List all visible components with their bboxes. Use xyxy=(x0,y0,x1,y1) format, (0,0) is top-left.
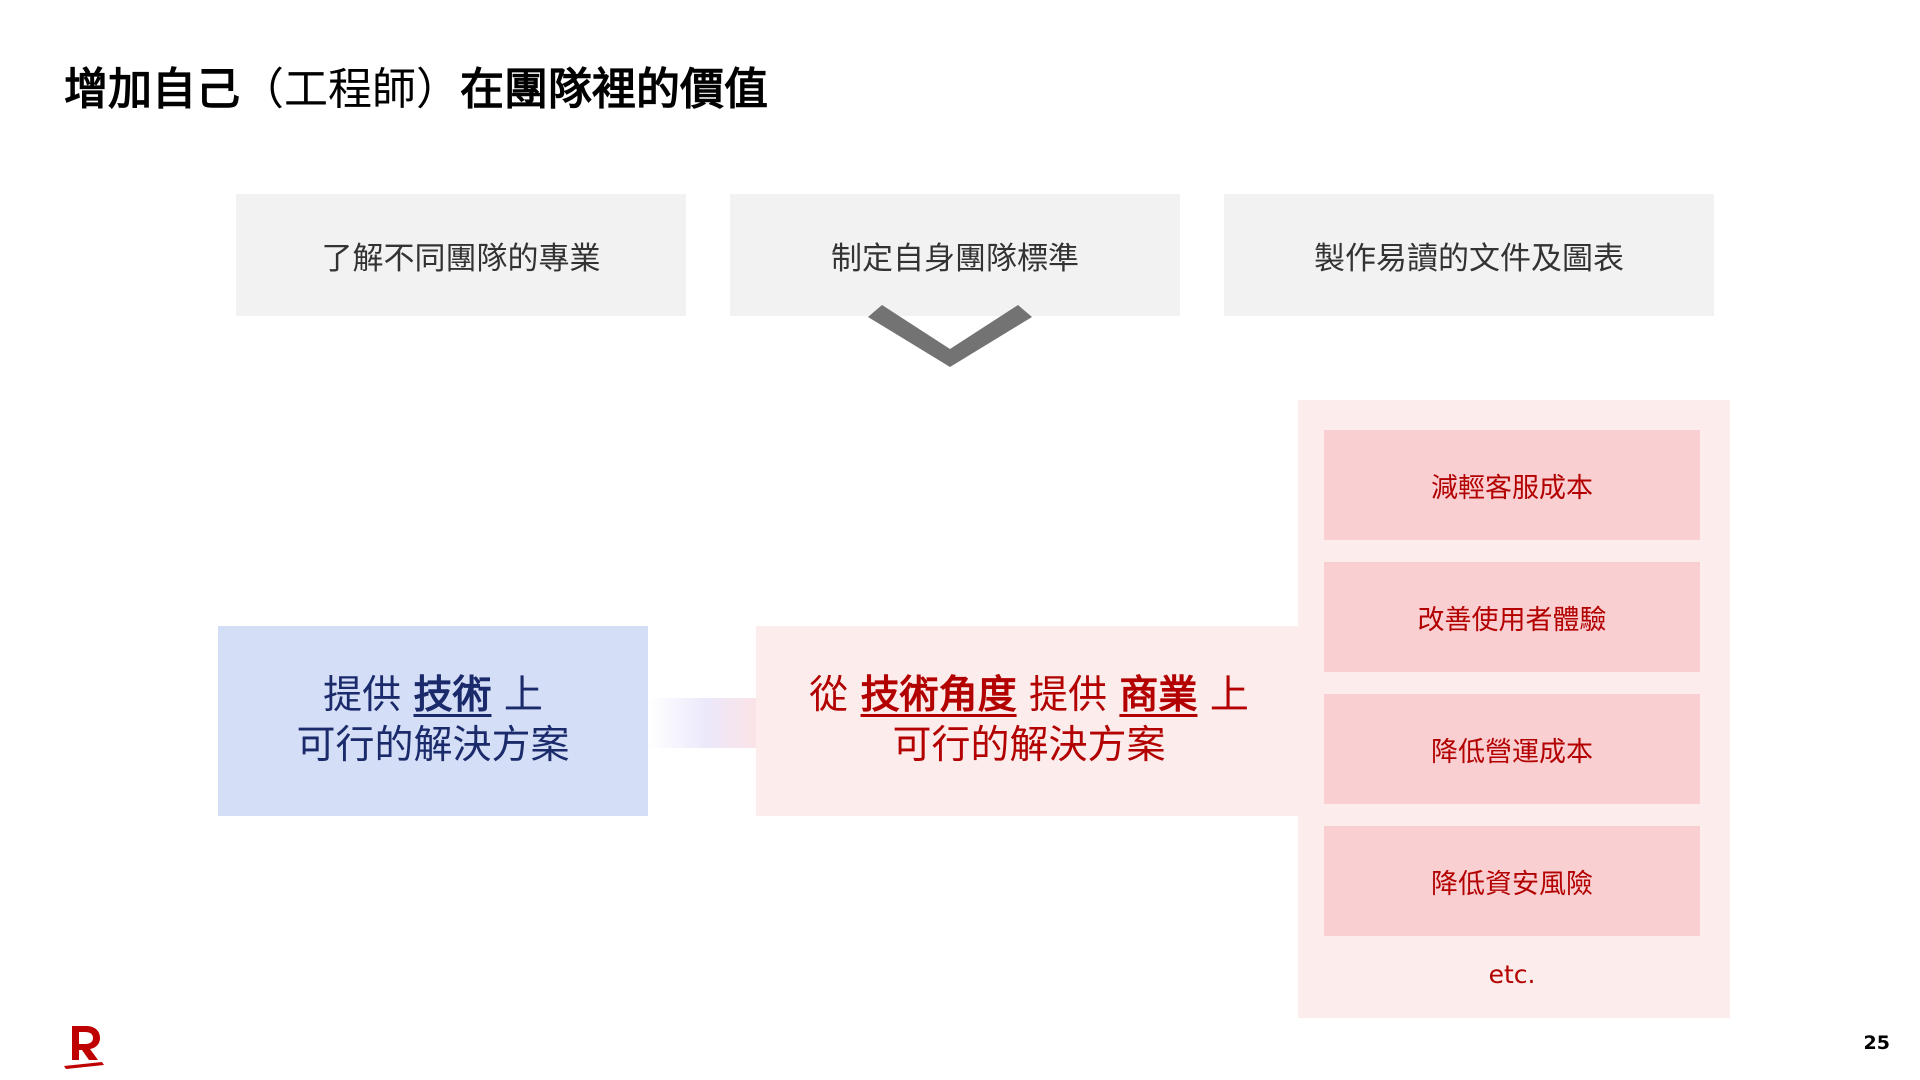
benefits-etc: etc. xyxy=(1488,960,1536,989)
business-pre: 從 xyxy=(809,673,849,718)
page-number: 25 xyxy=(1863,1032,1890,1054)
connector-bar xyxy=(648,698,756,748)
title-paren: （工程師） xyxy=(240,64,460,115)
engineer-line-2: 可行的解決方案 xyxy=(296,723,570,768)
business-mid: 提供 xyxy=(1028,673,1107,718)
benefit-label: 降低資安風險 xyxy=(1431,868,1593,900)
business-line-1: 從 技術角度 提供 商業 上 xyxy=(809,671,1249,721)
benefit-item: 減輕客服成本 xyxy=(1324,430,1700,540)
engineer-solution-box: 提供 技術 上 可行的解決方案 xyxy=(218,626,648,816)
business-post: 上 xyxy=(1209,673,1249,718)
top-box-documents: 製作易讀的文件及圖表 xyxy=(1224,194,1714,316)
engineer-highlight: 技術 xyxy=(413,673,492,718)
top-box-label: 了解不同團隊的專業 xyxy=(321,240,601,277)
benefit-label: 減輕客服成本 xyxy=(1431,472,1593,504)
page-title: 增加自己（工程師）在團隊裡的價值 xyxy=(64,62,768,118)
engineer-pre: 提供 xyxy=(323,673,402,718)
engineer-post: 上 xyxy=(503,673,543,718)
top-box-standards: 制定自身團隊標準 xyxy=(730,194,1180,316)
title-part-b: 在團隊裡的價值 xyxy=(460,64,768,115)
benefit-item: 降低資安風險 xyxy=(1324,826,1700,936)
business-line-2: 可行的解決方案 xyxy=(892,723,1166,768)
benefit-label: 降低營運成本 xyxy=(1431,736,1593,768)
title-part-a: 增加自己 xyxy=(64,64,240,115)
benefit-label: 改善使用者體驗 xyxy=(1417,604,1607,636)
business-highlight-tech: 技術角度 xyxy=(860,673,1017,718)
benefit-item: 降低營運成本 xyxy=(1324,694,1700,804)
business-band xyxy=(756,626,1302,816)
top-box-label: 製作易讀的文件及圖表 xyxy=(1314,240,1624,277)
business-highlight-biz: 商業 xyxy=(1119,673,1198,718)
engineer-line-1: 提供 技術 上 xyxy=(323,671,543,721)
top-box-expertise: 了解不同團隊的專業 xyxy=(236,194,686,316)
rakuten-r-logo xyxy=(64,1026,104,1069)
benefit-item: 改善使用者體驗 xyxy=(1324,562,1700,672)
business-solution-text: 從 技術角度 提供 商業 上 可行的解決方案 xyxy=(756,626,1302,816)
chevron-down-icon xyxy=(868,305,1032,367)
top-box-label: 制定自身團隊標準 xyxy=(831,240,1079,277)
